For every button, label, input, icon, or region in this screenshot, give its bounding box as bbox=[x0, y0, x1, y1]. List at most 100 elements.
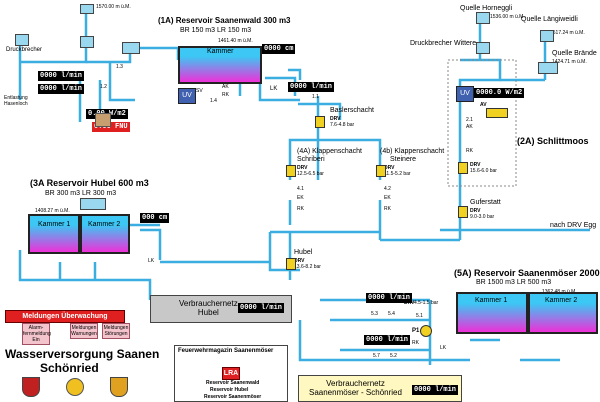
reservoir-5a-pressure: 4.5-1.5 bar bbox=[414, 300, 439, 306]
quelle-braende-elev: 1424.71 m ü.M. bbox=[552, 59, 587, 65]
pump-p1-icon[interactable] bbox=[420, 325, 432, 337]
guferstatt-valve-icon[interactable] bbox=[458, 206, 468, 218]
horneggli-tank-icon bbox=[476, 12, 490, 24]
verbrauchernetz-saanenmoeser-title: Verbrauchernetz Saanenmöser - Schönried bbox=[309, 379, 402, 397]
basler-valve-icon[interactable] bbox=[315, 116, 325, 128]
sv-label: SV bbox=[196, 88, 203, 94]
reservoir-5a-subtitle: BR 1500 m3 LR 500 m3 bbox=[476, 279, 552, 286]
reservoir-5a-chamber1-tank[interactable] bbox=[456, 292, 528, 334]
rk-label: RK bbox=[222, 92, 229, 98]
label-5-2: 5.2 bbox=[390, 353, 397, 359]
hubel-drv-name: Hubel bbox=[294, 249, 313, 256]
reservoir-3a-subtitle: BR 300 m3 LR 300 m3 bbox=[45, 190, 117, 197]
guferstatt-label: Guferstatt bbox=[470, 199, 501, 206]
alarmfernmeldung-button[interactable]: Alarm- fernmeldung Ein bbox=[22, 323, 51, 345]
hubel-valve-icon[interactable] bbox=[286, 258, 296, 270]
reservoir-1a-chamber: Kammer bbox=[207, 48, 234, 55]
reservoir-1a-title: (1A) Reservoir Saanenwald 300 m3 bbox=[158, 16, 291, 25]
reservoir-3a-lk: LK bbox=[148, 258, 155, 264]
feuerwehr-title: Feuerwehrmagazin Saanenmöser bbox=[178, 348, 274, 354]
label-5-7: 5.7 bbox=[373, 353, 380, 359]
drv-egg-label: nach DRV Egg bbox=[550, 222, 597, 229]
reservoir-5a-rk: RK bbox=[412, 340, 419, 346]
reservoir-5a-flow2[interactable]: 0000 l/min bbox=[364, 335, 411, 345]
feuerwehr-r1: Reservoir Saanenwald bbox=[206, 380, 260, 386]
reservoir-1a-elevation: 1461.40 m ü.M. bbox=[218, 38, 253, 44]
laengi-tank-icon bbox=[540, 30, 554, 42]
ak-label: AK bbox=[222, 84, 229, 90]
reservoir-3a-level[interactable]: 000 cm bbox=[140, 213, 170, 223]
hubel-drv: DRV bbox=[294, 258, 305, 264]
reservoir-5a-chamber1: Kammer 1 bbox=[475, 297, 508, 304]
klappen-b-title: (4b) Klappenschacht bbox=[380, 148, 445, 155]
meldungen-stoerungen-button[interactable]: Meldungen Störungen bbox=[102, 323, 130, 339]
verbrauchernetz-saanenmoeser-flow[interactable]: 0000 l/min bbox=[412, 385, 459, 395]
label-1-4: 1.4 bbox=[210, 98, 217, 104]
label-5-3: 5.3 bbox=[371, 311, 378, 317]
uv-unit[interactable]: UV bbox=[178, 88, 196, 104]
reservoir-3a-chamber1-tank[interactable] bbox=[28, 214, 80, 254]
fnu-display[interactable]: 0.00 FNU bbox=[92, 122, 130, 132]
label-1-2: 1.2 bbox=[100, 84, 107, 90]
hubel-drv-pressure: 13.6-8.2 bar bbox=[294, 264, 321, 270]
reservoir-1a-level[interactable]: 0000 cm bbox=[262, 44, 296, 54]
schlittmoos-uv[interactable]: UV bbox=[456, 86, 474, 102]
label-5-4: 5.4 bbox=[388, 311, 395, 317]
entlastung-label: Entlastung Hasenloch bbox=[4, 95, 28, 107]
label-1-3: 1.3 bbox=[116, 64, 123, 70]
source-tank-icon bbox=[80, 4, 94, 14]
feuerwehr-r2: Reservoir Hubel bbox=[210, 387, 249, 393]
braende-tank-icon bbox=[538, 62, 558, 74]
av-pump-icon[interactable] bbox=[486, 108, 508, 118]
meldungen-warnungen-button[interactable]: Meldungen Warnungen bbox=[70, 323, 98, 339]
reservoir-5a-flow1[interactable]: 0000 l/min bbox=[366, 293, 413, 303]
quelle-horneggli-elev: 1536.00 m ü.M. bbox=[490, 14, 525, 20]
wittere-tank-icon bbox=[476, 42, 490, 54]
reservoir-1a-flow[interactable]: 0000 l/min bbox=[288, 82, 335, 92]
app-title-line2: Schönried bbox=[40, 361, 99, 375]
schlittmoos-pressure: 15.6-6.0 bar bbox=[470, 168, 497, 174]
basler-drv: DRV bbox=[330, 116, 341, 122]
reservoir-1a-subtitle: BR 150 m3 LR 150 m3 bbox=[180, 27, 252, 34]
schlittmoos-av: AV bbox=[480, 102, 487, 108]
quelle-laengi-elev: 1517.24 m ü.M. bbox=[550, 30, 585, 36]
klappen-a-pressure: 12.5-6.5 bar bbox=[297, 171, 324, 177]
klappen-b-ek: EK bbox=[384, 195, 391, 201]
reservoir-5a-title: (5A) Reservoir Saanenmöser 2000 m3 bbox=[454, 268, 600, 278]
reservoir-5a-drv: DRV bbox=[404, 300, 415, 306]
lra-indicator[interactable]: LRA bbox=[222, 367, 240, 380]
bern-coat-of-arms-icon bbox=[110, 377, 128, 397]
klappen-b-valve-icon[interactable] bbox=[376, 165, 386, 177]
quelle-laengiweidli: Quelle Längiweidli bbox=[521, 16, 578, 23]
schlittmoos-ak: AK bbox=[466, 124, 473, 130]
klappen-b-4-2: 4.2 bbox=[384, 186, 391, 192]
schlittmoos-power[interactable]: 0000.0 W/m2 bbox=[474, 88, 525, 98]
inlet-chamber-icon bbox=[122, 42, 140, 54]
druckbrecher-label: Druckbrecher bbox=[6, 47, 43, 53]
klappen-a-rk: RK bbox=[297, 206, 304, 212]
saanen-coat-of-arms-icon bbox=[22, 377, 40, 397]
lk-label-1a: LK bbox=[270, 86, 278, 92]
klappen-b-sub: Steinere bbox=[390, 156, 417, 163]
schlittmoos-valve-icon[interactable] bbox=[458, 162, 468, 174]
feuerwehr-r3: Reservoir Saanenmöser bbox=[204, 394, 262, 400]
turbidity-sensor-icon bbox=[95, 113, 111, 127]
flow-display-2[interactable]: 0000 l/min bbox=[38, 84, 85, 94]
schlittmoos-rk: RK bbox=[466, 148, 473, 154]
klappen-a-sub: Schriberi bbox=[297, 156, 325, 163]
baslerschacht-label: Baslerschacht bbox=[330, 107, 374, 114]
reservoir-3a-chamber2-tank[interactable] bbox=[80, 214, 130, 254]
reservoir-1a-tank[interactable] bbox=[178, 46, 262, 84]
klappen-a-drv: DRV bbox=[297, 165, 308, 171]
reservoir-5a-chamber2-tank[interactable] bbox=[528, 292, 598, 334]
basler-pressure: 7.6-4.8 bar bbox=[330, 122, 355, 128]
schlittmoos-drv: DRV bbox=[470, 162, 481, 168]
klappen-a-valve-icon[interactable] bbox=[286, 165, 296, 177]
label-1-1: 1.1 bbox=[312, 94, 319, 100]
meldungen-title: Meldungen Überwachung bbox=[5, 310, 125, 323]
verbrauchernetz-hubel-title: Verbrauchernetz Hubel bbox=[179, 299, 238, 317]
verbrauchernetz-hubel-flow[interactable]: 0000 l/min bbox=[238, 303, 285, 313]
pump-p1-label: P1 bbox=[412, 328, 420, 334]
flow-display-1[interactable]: 0000 l/min bbox=[38, 71, 85, 81]
